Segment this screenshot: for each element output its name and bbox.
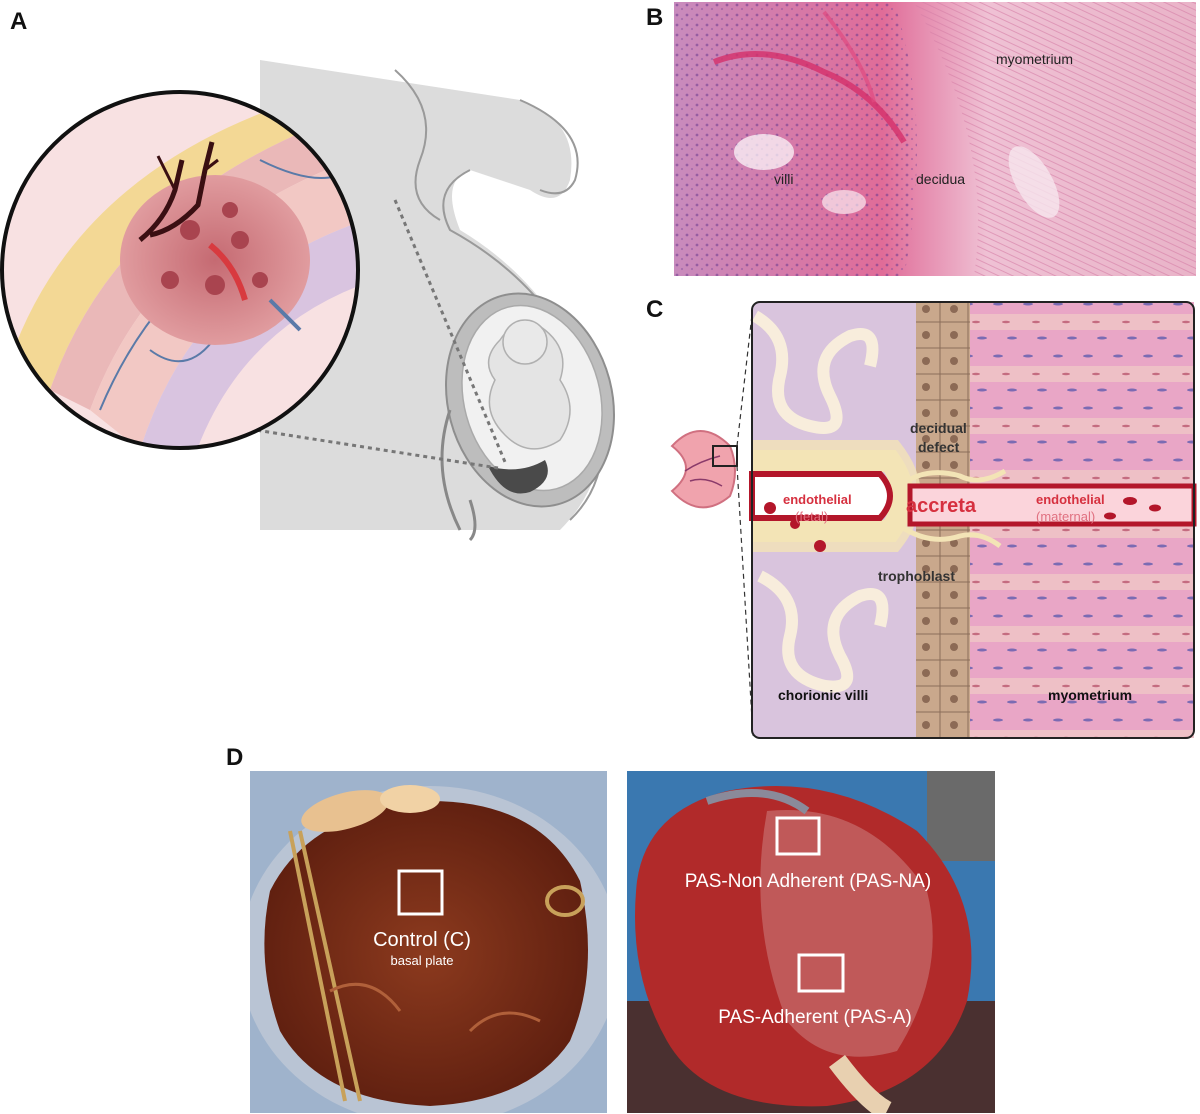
label-trophoblast: trophoblast bbox=[878, 568, 955, 584]
panel-d-left-photo: Control (C) basal plate bbox=[250, 771, 607, 1113]
panel-a-letter: A bbox=[10, 8, 28, 35]
label-basal-plate: basal plate bbox=[391, 953, 454, 968]
panel-b-letter: B bbox=[646, 4, 664, 31]
label-decidual: decidual bbox=[910, 420, 967, 436]
invasive-mass bbox=[120, 175, 310, 345]
label-fetal: (fetal) bbox=[795, 509, 828, 524]
label-maternal: (maternal) bbox=[1036, 509, 1095, 524]
maternal-vessel bbox=[907, 483, 1197, 527]
placenta-icon bbox=[670, 430, 736, 509]
panel-d-letter: D bbox=[226, 744, 244, 771]
label-endothelial-maternal: endothelial bbox=[1036, 492, 1105, 507]
roi-box-pas-na bbox=[775, 816, 821, 856]
roi-box-pas-a bbox=[797, 953, 845, 993]
panel-a-illustration bbox=[0, 60, 615, 542]
label-endothelial-fetal: endothelial bbox=[783, 492, 852, 507]
roi-box-control bbox=[397, 869, 444, 916]
label-defect: defect bbox=[918, 439, 960, 455]
schematic-box bbox=[749, 301, 1197, 739]
label-pas-non-adherent: PAS-Non Adherent (PAS-NA) bbox=[685, 871, 931, 892]
label-myometrium-c: myometrium bbox=[1048, 687, 1132, 703]
panel-d-right-photo: PAS-Non Adherent (PAS-NA) PAS-Adherent (… bbox=[627, 771, 995, 1113]
panel-c-schematic: decidual defect endothelial (fetal) accr… bbox=[670, 301, 1197, 739]
panel-c-letter: C bbox=[646, 296, 664, 323]
panel-b-histology: myometrium villi decidua bbox=[674, 2, 1196, 276]
placenta-accreta-blob bbox=[488, 460, 548, 494]
label-villi: villi bbox=[774, 171, 793, 187]
label-accreta: accreta bbox=[906, 495, 977, 517]
fetal-vessel bbox=[749, 471, 893, 521]
label-decidua: decidua bbox=[916, 171, 965, 187]
label-chorionic-villi: chorionic villi bbox=[778, 687, 868, 703]
label-pas-adherent: PAS-Adherent (PAS-A) bbox=[718, 1007, 912, 1028]
label-control: Control (C) bbox=[373, 929, 471, 951]
label-myometrium: myometrium bbox=[996, 51, 1073, 67]
